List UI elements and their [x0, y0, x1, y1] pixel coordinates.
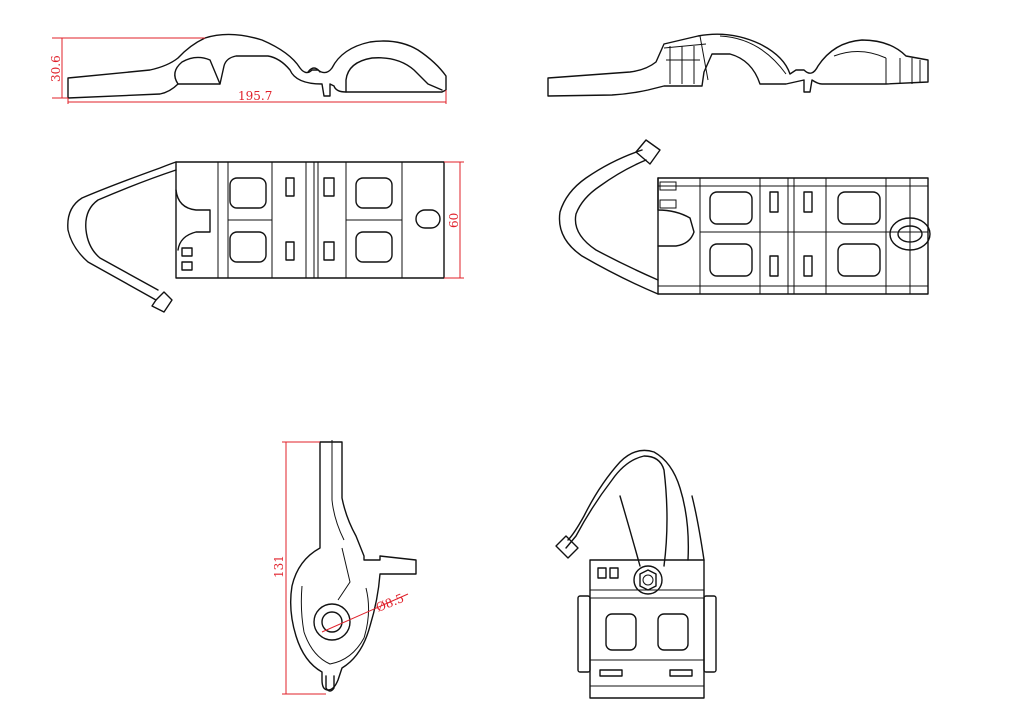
side-view: 30.6 195.7: [49, 33, 447, 104]
dim-length-side: 195.7: [238, 89, 272, 103]
top-view: 60: [67, 161, 464, 313]
dim-height-end: 131: [272, 555, 286, 578]
end-view: Ø8.5 131: [272, 440, 417, 695]
side-section-view: [547, 33, 929, 97]
bottom-view: [558, 139, 931, 295]
dim-width-top: 60: [447, 213, 461, 228]
dim-height-side: 30.6: [49, 55, 63, 82]
dim-hole-diameter: Ø8.5: [374, 591, 406, 615]
front-view: [555, 449, 717, 699]
